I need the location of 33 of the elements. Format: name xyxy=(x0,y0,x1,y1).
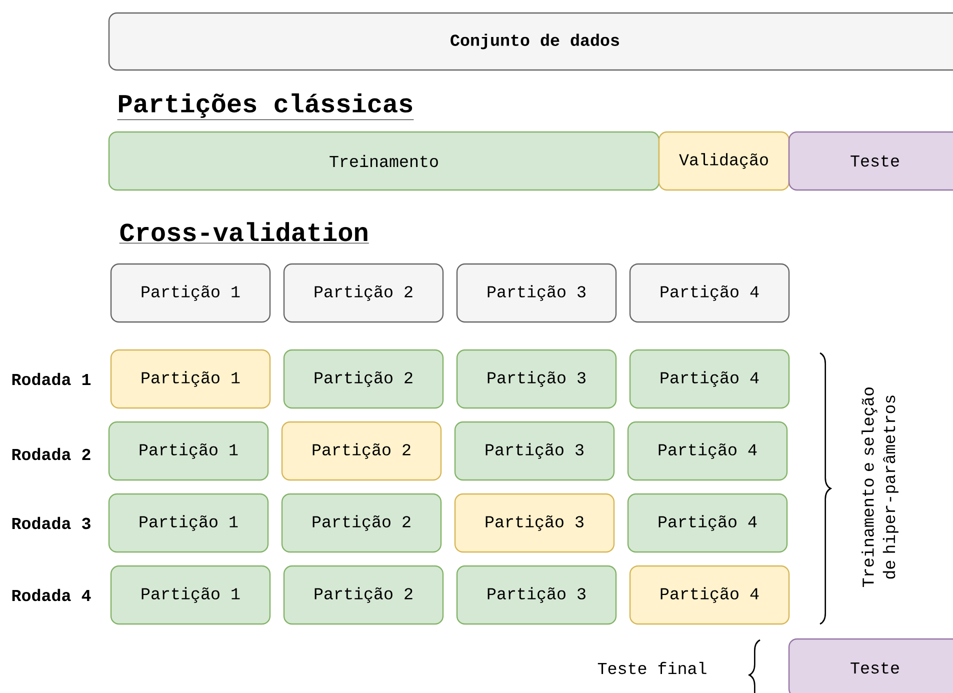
partition-box: Partição 4 xyxy=(627,493,788,553)
round-label: Rodada 4 xyxy=(12,588,91,602)
test-box: Teste xyxy=(788,131,953,191)
partition-box: Partição 3 xyxy=(454,421,615,481)
partition-box: Partição 2 xyxy=(283,565,444,625)
bracket-label: Treinamento e seleção de hiper-parâmetros xyxy=(862,388,898,587)
partition-box: Partição 2 xyxy=(283,263,444,323)
partition-box: Partição 4 xyxy=(629,349,790,409)
partition-box: Partição 2 xyxy=(281,493,442,553)
partition-box: Partição 1 xyxy=(108,421,269,481)
partition-box: Partição 4 xyxy=(629,565,790,625)
validation-box: Validação xyxy=(658,131,790,191)
dataset-box: Conjunto de dados xyxy=(108,12,953,71)
partition-box: Partição 3 xyxy=(456,349,617,409)
partition-box: Partição 1 xyxy=(108,493,269,553)
partition-box: Partição 2 xyxy=(283,349,444,409)
partition-box: Partição 3 xyxy=(456,263,617,323)
partition-box: Partição 2 xyxy=(281,421,442,481)
partition-box: Partição 1 xyxy=(110,565,271,625)
training-box: Treinamento xyxy=(108,131,660,191)
round-label: Rodada 3 xyxy=(12,516,90,530)
partition-box: Partição 4 xyxy=(629,263,790,323)
partition-box: Partição 1 xyxy=(110,349,271,409)
partition-box: Partição 1 xyxy=(110,263,271,323)
bracket-label: Teste final xyxy=(598,662,706,674)
partition-box: Partição 3 xyxy=(454,493,615,553)
heading: Cross-validation xyxy=(119,222,370,244)
partition-box: Partição 3 xyxy=(456,565,617,625)
round-label: Rodada 2 xyxy=(12,448,90,460)
partition-box: Partição 4 xyxy=(627,421,788,481)
round-label: Rodada 1 xyxy=(12,372,91,386)
heading: Partições clássicas xyxy=(117,93,414,120)
test-box: Teste xyxy=(788,638,953,693)
